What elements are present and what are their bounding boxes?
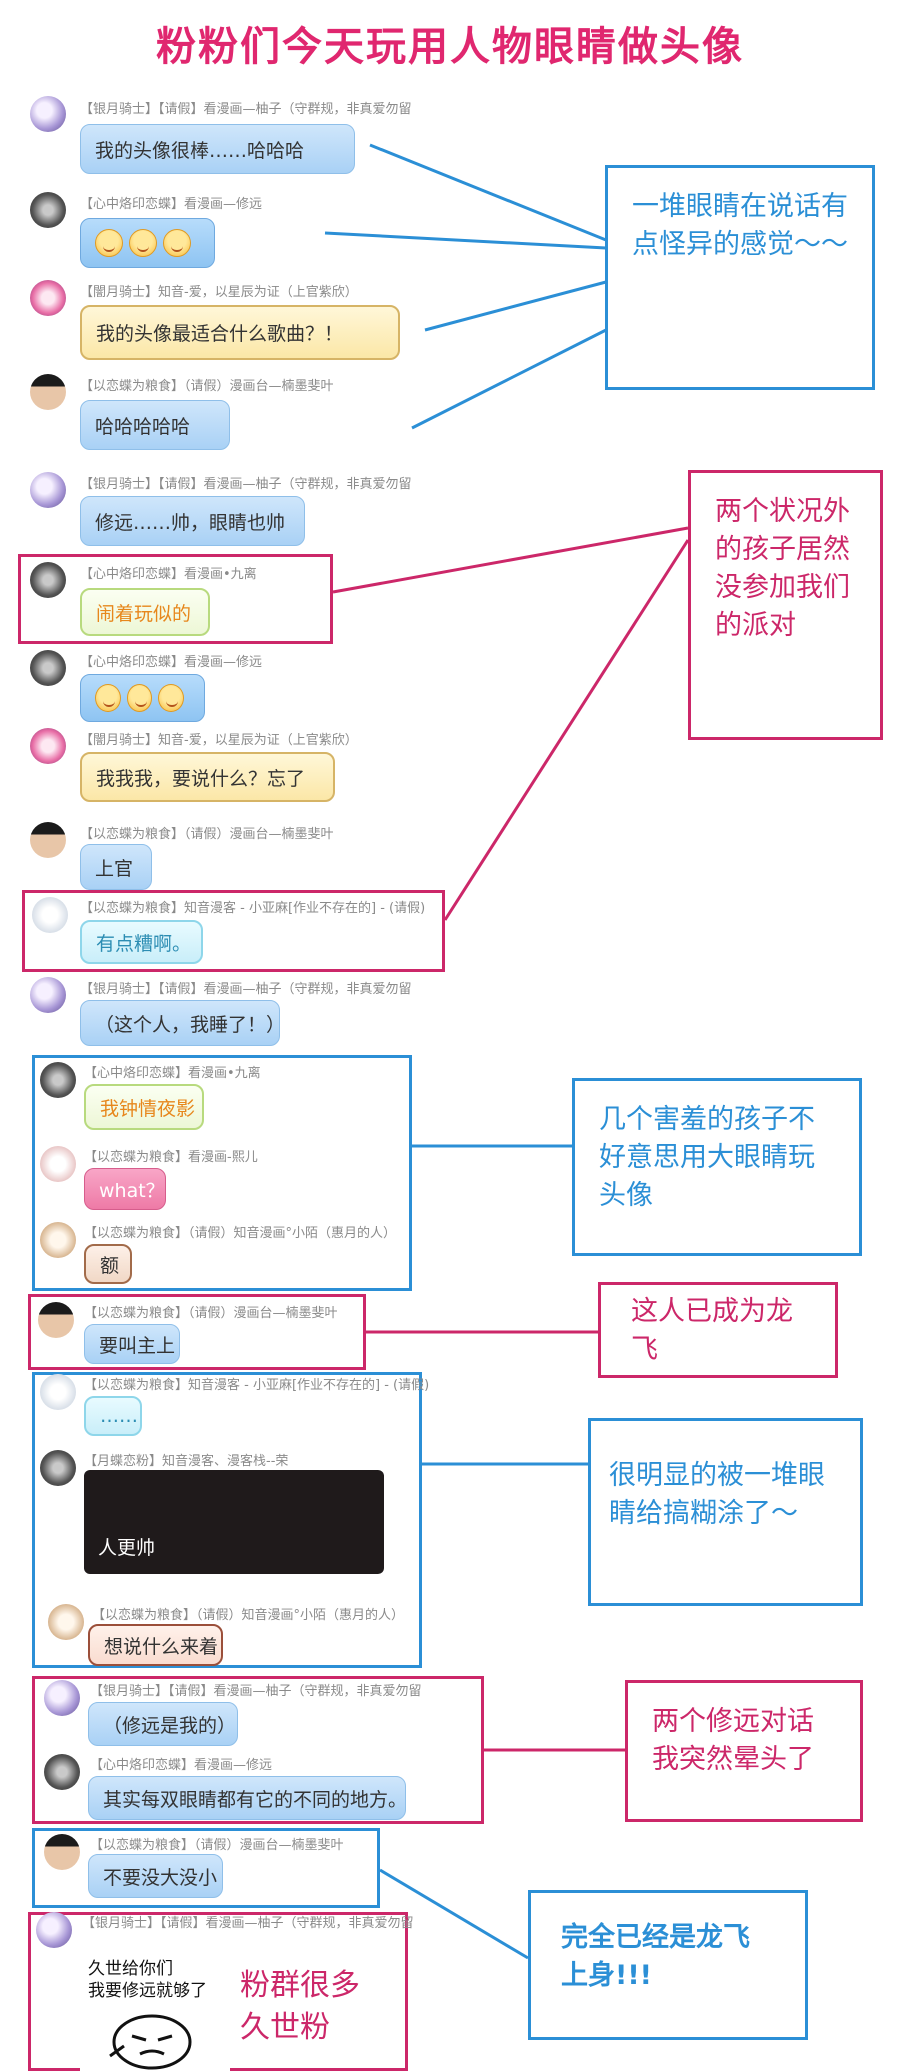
grin-emoji-icon bbox=[163, 229, 191, 257]
highlight-frame bbox=[32, 1828, 380, 1908]
page-title: 粉粉们今天玩用人物眼睛做头像 bbox=[156, 24, 744, 70]
sender-name: 【银月骑士】【请假】看漫画—柚子（守群规，非真爱勿留 bbox=[90, 1684, 422, 1699]
emoji-bubble bbox=[80, 674, 205, 722]
chat-bubble: 闹着玩似的 bbox=[80, 588, 210, 636]
chat-bubble: 我钟情夜影 bbox=[84, 1084, 204, 1130]
avatar[interactable] bbox=[30, 96, 66, 132]
sender-name: 【闇月骑士】知音-爱，以星辰为证（上官紫欣） bbox=[80, 285, 358, 300]
avatar[interactable] bbox=[38, 1302, 74, 1338]
highlight-frame bbox=[32, 1372, 422, 1668]
avatar[interactable] bbox=[30, 192, 66, 228]
grin-emoji-icon bbox=[95, 229, 123, 257]
annotation-box: 这人已成为龙飞 bbox=[598, 1282, 838, 1378]
chat-bubble: …… bbox=[84, 1396, 142, 1436]
chat-bubble: 上官 bbox=[80, 844, 152, 890]
chat-bubble: 额 bbox=[84, 1244, 132, 1284]
chat-bubble: 我的头像最适合什么歌曲？！ bbox=[80, 305, 400, 360]
avatar[interactable] bbox=[30, 374, 66, 410]
sender-name: 【以恋蝶为粮食】（请假）知音漫画°小陌（惠月的人） bbox=[84, 1226, 397, 1241]
annotation-box: 两个修远对话我突然晕头了 bbox=[625, 1680, 863, 1822]
sender-name: 【以恋蝶为粮食】（请假）漫画台—楠墨斐叶 bbox=[80, 379, 334, 394]
sender-name: 【银月骑士】【请假】看漫画—柚子（守群规，非真爱勿留 bbox=[80, 477, 412, 492]
sender-name: 【心中烙印恋蝶】看漫画—修远 bbox=[80, 197, 263, 212]
chat-bubble: 哈哈哈哈哈 bbox=[80, 400, 230, 450]
meme-caption-line: 久世给你们 bbox=[88, 1959, 173, 1979]
sender-name: 【以恋蝶为粮食】（请假）漫画台—楠墨斐叶 bbox=[84, 1306, 338, 1321]
avatar[interactable] bbox=[40, 1222, 76, 1258]
avatar[interactable] bbox=[30, 280, 66, 316]
chat-bubble: 想说什么来着 bbox=[88, 1624, 223, 1666]
avatar[interactable] bbox=[36, 1912, 72, 1948]
avatar[interactable] bbox=[44, 1834, 80, 1870]
avatar[interactable] bbox=[44, 1680, 80, 1716]
avatar[interactable] bbox=[30, 472, 66, 508]
grin-emoji-icon bbox=[129, 229, 157, 257]
sender-name: 【银月骑士】【请假】看漫画—柚子（守群规，非真爱勿留 bbox=[80, 982, 412, 997]
chat-bubble: 其实每双眼睛都有它的不同的地方。 bbox=[88, 1776, 407, 1820]
avatar[interactable] bbox=[30, 650, 66, 686]
sender-name: 【银月骑士】【请假】看漫画—柚子（守群规，非真爱勿留 bbox=[82, 1916, 414, 1931]
sender-name: 【以恋蝶为粮食】知音漫客 - 小亚麻[作业不存在的] - (请假) bbox=[84, 1378, 430, 1393]
avatar[interactable] bbox=[48, 1604, 84, 1640]
chat-bubble: what？ bbox=[84, 1168, 166, 1210]
highlight-frame bbox=[32, 1676, 484, 1824]
avatar[interactable] bbox=[32, 897, 68, 933]
smile-emoji-icon bbox=[126, 684, 153, 712]
chat-bubble: 我我我，要说什么？忘了 bbox=[80, 752, 335, 802]
chat-bubble: 修远……帅，眼睛也帅 bbox=[80, 496, 305, 546]
meme-caption-line: 我要修远就够了 bbox=[88, 1981, 207, 2001]
annotation-box: 一堆眼睛在说话有点怪异的感觉～～ bbox=[605, 165, 875, 390]
sender-name: 【以恋蝶为粮食】（请假）漫画台—楠墨斐叶 bbox=[80, 827, 334, 842]
sender-name: 【以恋蝶为粮食】知音漫客 - 小亚麻[作业不存在的] - (请假) bbox=[80, 901, 426, 916]
avatar[interactable] bbox=[30, 977, 66, 1013]
smile-emoji-icon bbox=[158, 684, 185, 712]
meme-image[interactable]: 久世给你们 我要修远就够了 bbox=[80, 1946, 230, 2071]
avatar[interactable] bbox=[30, 562, 66, 598]
caption-line: 粉群很多 bbox=[240, 1968, 360, 2003]
image-message[interactable]: 人更帅 bbox=[84, 1470, 384, 1574]
smile-emoji-icon bbox=[95, 684, 121, 712]
avatar[interactable] bbox=[40, 1450, 76, 1486]
avatar[interactable] bbox=[30, 822, 66, 858]
sender-name: 【以恋蝶为粮食】（请假）漫画台—楠墨斐叶 bbox=[90, 1838, 344, 1853]
chat-bubble: （这个人，我睡了！） bbox=[80, 1000, 285, 1046]
highlight-frame bbox=[22, 890, 445, 972]
sender-name: 【心中烙印恋蝶】看漫画•九离 bbox=[84, 1066, 261, 1081]
emoji-bubble bbox=[80, 218, 215, 268]
sender-name: 【闇月骑士】知音-爱，以星辰为证（上官紫欣） bbox=[80, 733, 358, 748]
sender-name: 【以恋蝶为粮食】（请假）知音漫画°小陌（惠月的人） bbox=[92, 1608, 405, 1623]
chat-bubble: （修远是我的） bbox=[88, 1702, 238, 1746]
chat-bubble: 有点糟啊。 bbox=[80, 920, 203, 964]
sender-name: 【心中烙印恋蝶】看漫画—修远 bbox=[90, 1758, 273, 1773]
sender-name: 【以恋蝶为粮食】看漫画-熙儿 bbox=[84, 1150, 258, 1165]
annotation-box: 两个状况外的孩子居然没参加我们的派对 bbox=[688, 470, 883, 740]
sender-name: 【心中烙印恋蝶】看漫画•九离 bbox=[80, 567, 257, 582]
highlight-frame bbox=[32, 1055, 412, 1291]
avatar[interactable] bbox=[30, 728, 66, 764]
caption-line: 久世粉 bbox=[240, 2010, 330, 2045]
highlight-frame bbox=[18, 554, 333, 644]
annotation-box: 完全已经是龙飞上身!!! bbox=[528, 1890, 808, 2040]
avatar[interactable] bbox=[40, 1062, 76, 1098]
chat-bubble: 我的头像很棒……哈哈哈 bbox=[80, 124, 355, 174]
avatar[interactable] bbox=[40, 1374, 76, 1410]
sender-name: 【心中烙印恋蝶】看漫画—修远 bbox=[80, 655, 263, 670]
chat-bubble: 不要没大没小 bbox=[88, 1854, 223, 1898]
avatar[interactable] bbox=[44, 1754, 80, 1790]
avatar[interactable] bbox=[40, 1146, 76, 1182]
sender-name: 【月蝶恋粉】知音漫客、漫客栈--荣 bbox=[84, 1454, 289, 1469]
chat-bubble: 要叫主上 bbox=[84, 1324, 180, 1364]
annotation-box: 几个害羞的孩子不好意思用大眼睛玩头像 bbox=[572, 1078, 862, 1256]
annotation-box: 很明显的被一堆眼睛给搞糊涂了～ bbox=[588, 1418, 863, 1606]
sender-name: 【银月骑士】【请假】看漫画—柚子（守群规，非真爱勿留 bbox=[80, 102, 412, 117]
highlight-frame bbox=[28, 1294, 366, 1370]
meme-face-icon bbox=[109, 2014, 192, 2070]
